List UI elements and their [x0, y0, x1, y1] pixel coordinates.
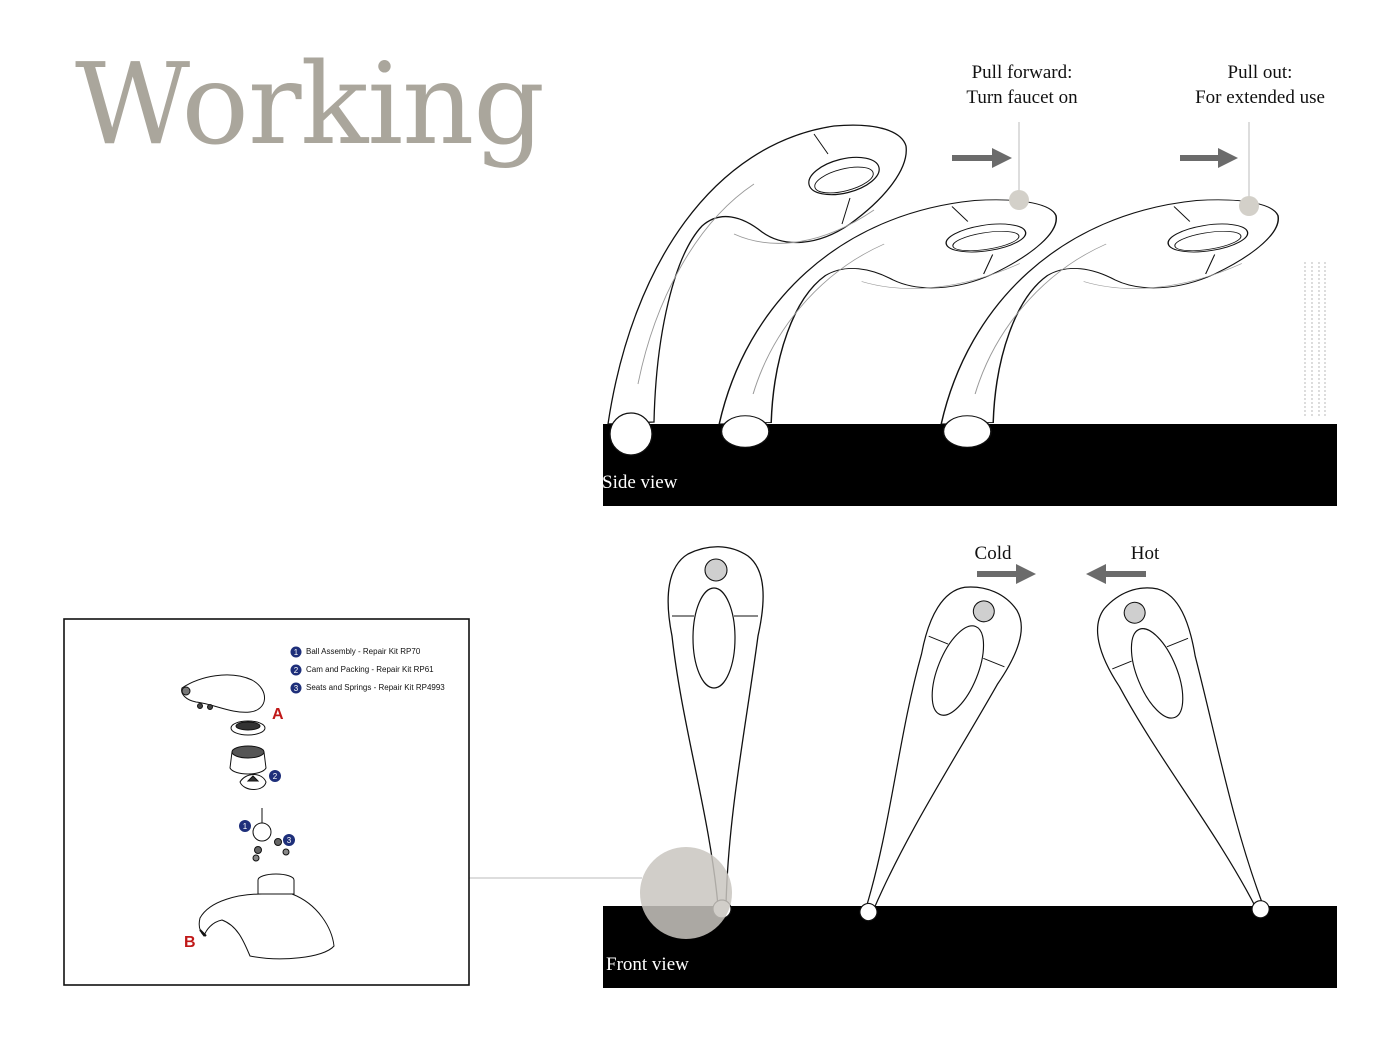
part-badge-3-num: 3 — [287, 836, 292, 845]
front-lever-hot — [1083, 574, 1301, 937]
callout-pull-out-desc: For extended use — [1195, 87, 1325, 108]
legend-badge-1-num: 1 — [294, 648, 299, 657]
callout-dot-2 — [1239, 196, 1259, 216]
hot-arrow — [1086, 564, 1146, 584]
front-lever-cold — [817, 573, 1035, 936]
highlight-circle — [640, 847, 732, 939]
front-view-label: Front view — [606, 954, 689, 975]
legend-item-3: Seats and Springs - Repair Kit RP4993 — [306, 683, 445, 692]
marker-a: A — [272, 706, 284, 723]
spray-lines — [1304, 262, 1326, 418]
pull-out-arrow — [1180, 148, 1238, 168]
legend-badge-2-num: 2 — [294, 666, 299, 675]
callout-dot-1 — [1009, 190, 1029, 210]
marker-b: B — [184, 934, 196, 951]
callout-pull-forward-desc: Turn faucet on — [966, 87, 1078, 108]
part-badge-2-num: 2 — [273, 772, 278, 781]
page-title: Working — [75, 40, 545, 170]
legend-item-1: Ball Assembly - Repair Kit RP70 — [306, 647, 421, 656]
cold-arrow — [977, 564, 1036, 584]
callout-pull-out: Pull out: For extended use — [1175, 60, 1345, 110]
callout-pull-forward: Pull forward: Turn faucet on — [942, 60, 1102, 110]
callout-pull-out-title: Pull out: — [1227, 62, 1293, 83]
part-badge-1-num: 1 — [243, 822, 248, 831]
legend-badge-3-num: 3 — [294, 684, 299, 693]
front-view-base — [603, 906, 1337, 988]
callout-pull-forward-title: Pull forward: — [971, 62, 1073, 83]
cold-label: Cold — [974, 543, 1012, 564]
legend-badges — [290, 646, 302, 694]
exploded-parts — [181, 674, 335, 960]
hot-label: Hot — [1130, 543, 1160, 564]
legend-item-2: Cam and Packing - Repair Kit RP61 — [306, 665, 434, 674]
pull-forward-arrow — [952, 148, 1012, 168]
side-view-label: Side view — [602, 472, 678, 493]
part-badges — [239, 770, 295, 846]
